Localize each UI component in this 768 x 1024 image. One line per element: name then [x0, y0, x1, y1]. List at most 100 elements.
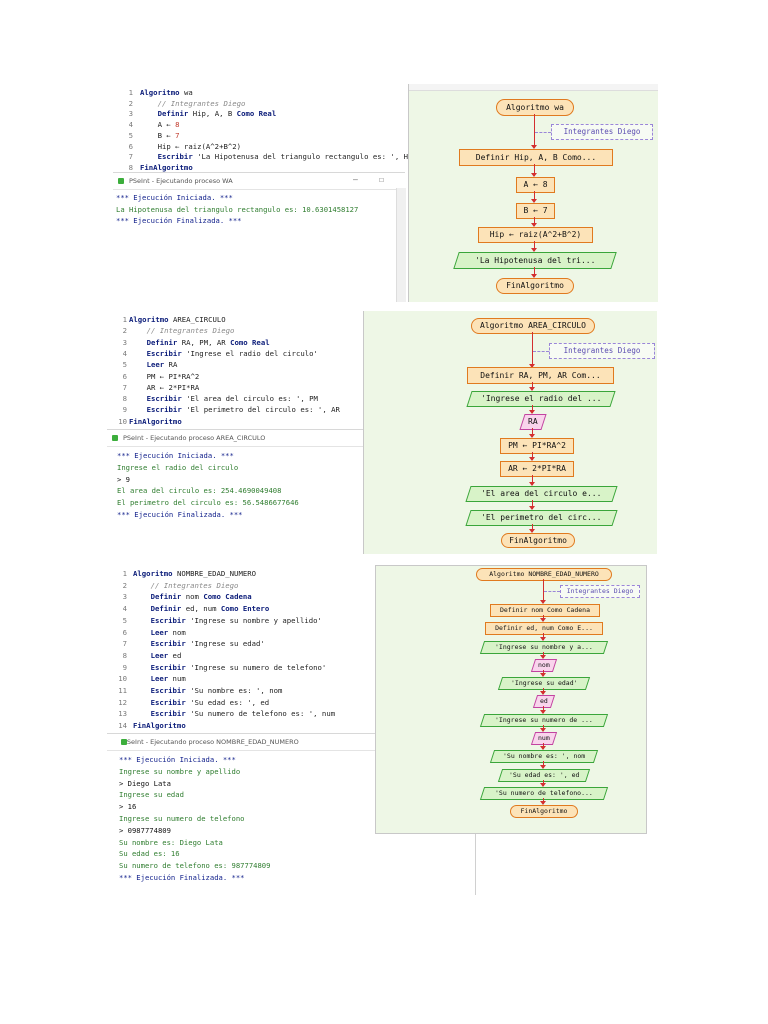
line-number: 6: [128, 141, 133, 151]
flow-arrow: [531, 114, 537, 149]
flow-arrow: [540, 579, 546, 604]
flow-assign-a[interactable]: A ← 8: [516, 177, 555, 193]
code-token: Hip, A, B: [188, 109, 237, 119]
code-token: Escribir: [150, 709, 186, 719]
console-line: *** Ejecución Iniciada. ***: [116, 193, 233, 202]
minimize-icon[interactable]: —: [353, 175, 358, 184]
flow-write-output[interactable]: 'La Hipotenusa del tri...: [453, 252, 617, 269]
flow-write-text: 'Ingrese el radio del ...: [480, 394, 602, 403]
flow-write-age-prompt[interactable]: 'Ingrese su edad': [497, 677, 591, 690]
flow-write-prompt[interactable]: 'Ingrese el radio del ...: [466, 391, 616, 407]
flow-read-ed[interactable]: ed: [532, 695, 556, 708]
console-line: Ingrese el radio del circulo: [117, 462, 239, 472]
flow-write-phone-prompt[interactable]: 'Ingrese su numero de ...: [479, 714, 609, 727]
flow-arrow: [531, 217, 537, 227]
flow-define-ed-num[interactable]: Definir ed, num Como E...: [485, 622, 603, 635]
code-token: Escribir: [150, 615, 186, 625]
flow-write-perimeter[interactable]: 'El perimetro del circ...: [465, 510, 618, 526]
flowchart-panel-3: Algoritmo NOMBRE_EDAD_NUMERO Integrantes…: [375, 565, 647, 834]
code-token: Como Real: [230, 337, 270, 347]
flow-write-name[interactable]: 'Su nombre es: ', nom: [489, 750, 599, 763]
console-line: > 0987774809: [119, 825, 171, 835]
code-token: Escribir: [146, 348, 182, 358]
console-window-2: PSeInt - Ejecutando proceso AREA_CIRCULO…: [107, 429, 363, 554]
line-number: 2: [128, 98, 133, 108]
code-token: Algoritmo: [129, 315, 169, 324]
flow-end[interactable]: FinAlgoritmo: [496, 278, 574, 294]
comment-connector: [535, 132, 551, 133]
flow-comment[interactable]: Integrantes Diego: [560, 585, 640, 598]
code-token: Como Cadena: [203, 592, 252, 602]
code-token: FinAlgoritmo: [129, 416, 182, 426]
flow-assign-ar[interactable]: AR ← 2*PI*RA: [500, 461, 574, 477]
flow-read-text: RA: [528, 417, 538, 426]
flow-read-text: nom: [538, 661, 550, 669]
flow-write-text: 'Ingrese su edad': [510, 679, 578, 687]
pseint-icon: [112, 435, 118, 441]
flow-arrow: [540, 633, 546, 641]
flow-start[interactable]: Algoritmo AREA_CIRCULO: [471, 318, 595, 334]
flow-assign-hip[interactable]: Hip ← raiz(A^2+B^2): [478, 227, 593, 243]
line-number: 1: [122, 569, 127, 578]
code-token: Leer: [150, 627, 169, 637]
flow-write-age[interactable]: 'Su edad es: ', ed: [497, 769, 591, 782]
flow-arrow: [540, 761, 546, 769]
console-window-1: PSeInt - Ejecutando proceso WA — ☐ *** E…: [113, 172, 405, 302]
code-token: FinAlgoritmo: [133, 721, 186, 731]
code-token: ed: [168, 650, 182, 660]
flow-arrow: [531, 191, 537, 203]
line-number: 4: [122, 348, 127, 358]
flow-define-nom[interactable]: Definir nom Como Cadena: [490, 604, 600, 617]
flow-write-name-prompt[interactable]: 'Ingrese su nombre y a...: [479, 641, 609, 654]
flow-end[interactable]: FinAlgoritmo: [510, 805, 578, 818]
code-token: [129, 349, 147, 358]
flow-write-text: 'La Hipotenusa del tri...: [474, 256, 596, 265]
code-token: // Integrantes Diego: [140, 98, 246, 108]
code-token: PM ← PI*RA^2: [129, 371, 200, 381]
code-token: RA: [164, 360, 178, 370]
console-title: PSeInt - Ejecutando proceso AREA_CIRCULO: [107, 430, 363, 447]
code-token: // Integrantes Diego: [129, 326, 235, 336]
flow-start[interactable]: Algoritmo NOMBRE_EDAD_NUMERO: [476, 568, 612, 581]
flow-arrow: [529, 382, 535, 391]
code-token: [133, 686, 151, 695]
code-token: [133, 604, 151, 613]
code-token: 'Su edad es: ', ed: [185, 697, 270, 707]
line-number: 3: [128, 109, 133, 119]
flow-assign-b[interactable]: B ← 7: [516, 203, 555, 219]
line-number: 7: [128, 152, 133, 162]
code-token: [129, 360, 147, 369]
code-token: B ←: [140, 130, 176, 140]
flow-define[interactable]: Definir RA, PM, AR Com...: [467, 367, 614, 384]
flow-write-text: 'El area del circulo e...: [481, 489, 602, 498]
console-line: Ingrese su nombre y apellido: [119, 766, 241, 776]
line-number: 1: [122, 315, 127, 324]
code-token: [133, 663, 151, 672]
flow-assign-pm[interactable]: PM ← PI*RA^2: [500, 438, 574, 454]
flow-comment[interactable]: Integrantes Diego: [549, 343, 655, 359]
code-token: nom: [181, 592, 204, 602]
code-token: A ←: [140, 120, 176, 130]
code-token: [133, 628, 151, 637]
pseint-icon: [121, 739, 127, 745]
flow-write-area[interactable]: 'El area del circulo e...: [465, 486, 618, 502]
flow-comment[interactable]: Integrantes Diego: [551, 124, 653, 140]
code-token: Definir: [150, 592, 182, 602]
flow-write-phone[interactable]: 'Su numero de telefono...: [479, 787, 609, 800]
flow-start[interactable]: Algoritmo wa: [496, 99, 574, 116]
flow-read[interactable]: RA: [519, 414, 547, 430]
flow-read-nom[interactable]: nom: [530, 659, 558, 672]
code-token: Escribir: [146, 405, 182, 415]
flow-end[interactable]: FinAlgoritmo: [501, 533, 575, 548]
flow-define[interactable]: Definir Hip, A, B Como...: [459, 149, 613, 166]
vertical-scrollbar[interactable]: [396, 188, 406, 302]
flowchart-panel-1: Algoritmo wa Integrantes Diego Definir H…: [408, 84, 658, 302]
line-number: 6: [122, 627, 127, 637]
flow-read-num[interactable]: num: [530, 732, 558, 745]
code-token: Como Entero: [220, 604, 270, 614]
maximize-icon[interactable]: ☐: [379, 175, 384, 184]
